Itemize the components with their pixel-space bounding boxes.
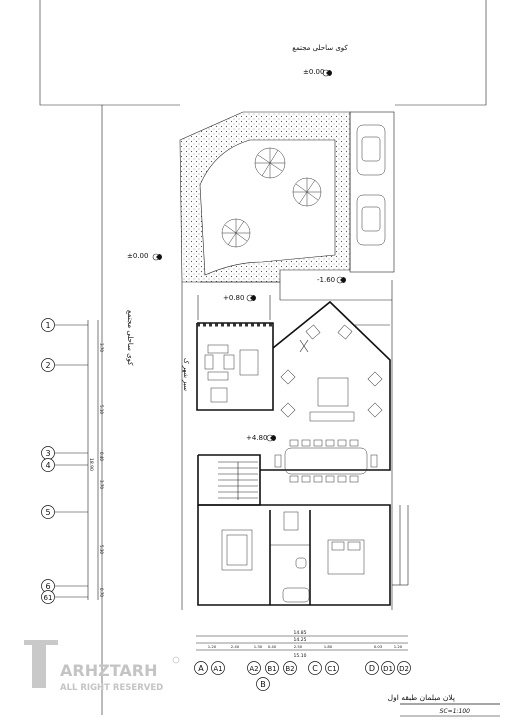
level-marker-terrace: +0.80	[223, 294, 256, 302]
col-seg: 1.30	[254, 644, 263, 649]
col-seg: 1.20	[208, 644, 217, 649]
grid-row-marker: 3	[41, 446, 88, 460]
col-seg: 2.50	[294, 644, 303, 649]
svg-text:+0.80: +0.80	[223, 294, 244, 302]
level-marker-street-side: ±0.00	[127, 252, 162, 261]
grid-row-markers: 1 2 3 4 5 6 61	[41, 318, 88, 604]
grid-col-marker: A1	[211, 661, 225, 675]
svg-text:-1.60: -1.60	[317, 276, 335, 284]
svg-text:±0.00: ±0.00	[303, 68, 324, 76]
column-dimension-lines: 14.85 14.25 15.10 1.20 2.40 1.30 0.40 2.…	[196, 630, 408, 659]
grid-row-marker: 1	[41, 318, 88, 332]
row-dim: 5.30	[99, 545, 104, 554]
street-side-label: کوی ساحلی مجتمع	[126, 310, 134, 366]
grid-col-marker: C	[308, 661, 322, 675]
grid-col-marker: A2	[247, 661, 261, 675]
row-dimension-line: 18.90 3.70 5.10 0.40 3.70 5.30 0.70	[87, 320, 104, 600]
landscape-hatch-area	[179, 111, 351, 283]
brand-name: ARHZTARH	[60, 661, 157, 680]
svg-text:C: C	[312, 664, 318, 673]
street-top-label: کوی ساحلی مجتمع	[292, 44, 348, 52]
staircase	[197, 454, 261, 506]
row-dim: 0.40	[99, 452, 104, 461]
building-outline	[181, 280, 393, 610]
col-seg: 0.40	[268, 644, 277, 649]
col-seg: 2.40	[231, 644, 240, 649]
svg-text:C1: C1	[327, 665, 336, 673]
tree-icon	[292, 177, 322, 207]
drawing-scale: SC=1:100	[440, 708, 470, 715]
row-dim: 5.10	[99, 405, 104, 414]
living-room	[196, 322, 274, 411]
grid-col-marker: B	[256, 677, 270, 691]
grid-col-marker: D	[365, 661, 379, 675]
svg-text:±0.00: ±0.00	[127, 252, 148, 260]
grid-col-marker: D2	[397, 661, 411, 675]
svg-text:D2: D2	[399, 665, 409, 673]
parking-area	[349, 111, 395, 273]
grid-col-marker: B2	[283, 661, 297, 675]
col-dim-third: 15.10	[294, 653, 307, 659]
row-dim: 0.70	[99, 588, 104, 597]
grid-row-marker: 4	[41, 458, 88, 472]
svg-text:5: 5	[45, 508, 50, 517]
svg-text:2: 2	[45, 361, 50, 370]
svg-text:A: A	[198, 664, 204, 673]
col-seg: 0.03	[374, 644, 383, 649]
row-dim: 3.70	[99, 480, 104, 489]
svg-text:D1: D1	[383, 665, 393, 673]
svg-text:3: 3	[45, 449, 50, 458]
drawing-title: پلان مبلمان طبقه اول	[388, 693, 455, 702]
grid-col-marker: A	[194, 661, 208, 675]
dining-table	[274, 439, 378, 483]
grid-row-marker: 5	[41, 505, 88, 519]
grid-col-marker: D1	[381, 661, 395, 675]
main-hall	[260, 300, 391, 471]
col-dim-total: 14.85	[294, 630, 307, 636]
svg-text:B1: B1	[267, 665, 276, 673]
row-dim: 3.70	[99, 343, 104, 352]
svg-text:A2: A2	[249, 665, 258, 673]
col-seg: 1.20	[394, 644, 403, 649]
grid-col-marker: C1	[325, 661, 339, 675]
svg-text:B: B	[260, 680, 266, 689]
svg-text:1: 1	[45, 321, 50, 330]
level-marker-parking: -1.60	[317, 276, 346, 284]
level-marker-main-floor: +4.80	[246, 434, 276, 442]
col-dim-second: 14.25	[294, 637, 307, 643]
title-block: پلان مبلمان طبقه اول SC=1:100	[388, 693, 500, 717]
grid-column-markers: A A1 A2 B1 B2 C C1 D D1 D2 B	[194, 661, 411, 691]
svg-text:D: D	[369, 664, 375, 673]
lower-rooms	[197, 504, 409, 606]
brand-logo: ARHZTARH ALL RIGHT RESERVED	[24, 640, 180, 693]
grid-col-marker: B1	[265, 661, 279, 675]
grid-row-marker: 61	[41, 590, 88, 604]
svg-text:6: 6	[45, 582, 50, 591]
grid-row-marker: 2	[41, 358, 88, 372]
site-boundary	[39, 0, 487, 715]
col-seg: 1.80	[324, 644, 333, 649]
tree-icon	[221, 218, 251, 248]
level-marker-street-top: ±0.00	[303, 68, 332, 77]
svg-text:+4.80: +4.80	[246, 434, 267, 442]
garden-label: سبز شهر ک	[182, 358, 190, 391]
svg-text:B2: B2	[285, 665, 294, 673]
tree-icon	[254, 147, 286, 179]
row-total-dim: 18.90	[88, 458, 94, 471]
svg-text:4: 4	[45, 461, 50, 470]
svg-text:A1: A1	[213, 665, 222, 673]
svg-text:61: 61	[44, 594, 53, 602]
brand-sub: ALL RIGHT RESERVED	[60, 683, 163, 693]
